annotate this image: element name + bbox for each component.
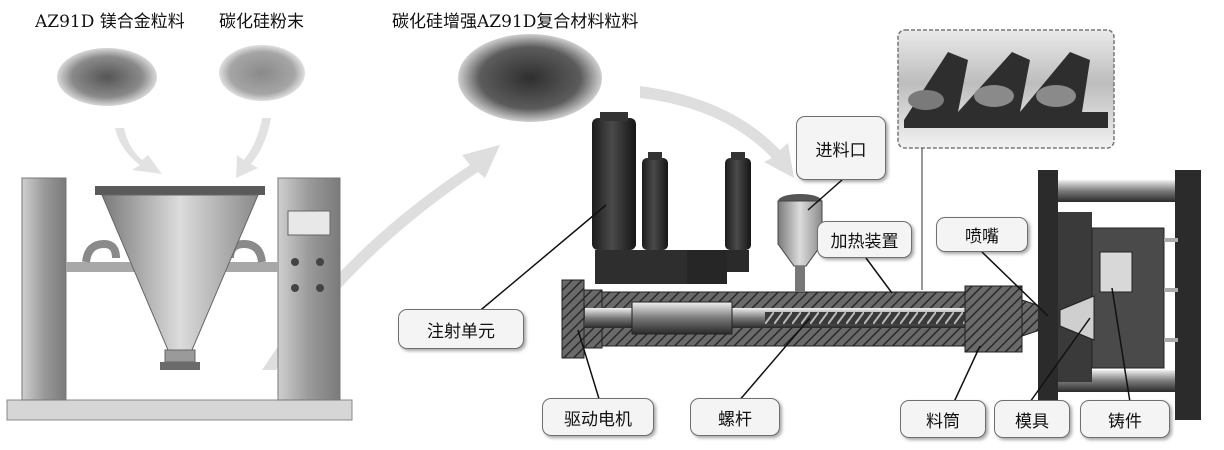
clamping-unit: [1038, 170, 1201, 420]
drive-motor: [561, 279, 585, 359]
callout-injection-unit: 注射单元: [398, 309, 524, 349]
label-composite: 碳化硅增强AZ91D复合材料粒料: [392, 12, 639, 32]
composite-granules-pile: [458, 34, 602, 122]
label-sic: 碳化硅粉末: [219, 12, 304, 32]
label-az91d: AZ91D 镁合金粒料: [35, 12, 185, 32]
v-mixer: [6, 177, 353, 421]
callout-feed-port: 进料口: [796, 116, 886, 180]
callout-nozzle: 喷嘴: [936, 217, 1028, 252]
sic-powder-pile: [219, 45, 305, 101]
arrow-az91d-to-mixer: [115, 128, 162, 174]
callout-casting: 铸件: [1080, 400, 1170, 438]
injection-unit: [592, 112, 751, 284]
callout-screw: 螺杆: [690, 398, 780, 436]
az91d-granules-pile: [57, 48, 157, 106]
barrel-assembly: [585, 285, 1053, 353]
leader-lines: [475, 179, 1131, 403]
callout-heating-device: 加热装置: [817, 221, 912, 258]
hopper: [777, 194, 823, 292]
casting-photo: [897, 29, 1115, 149]
callout-barrel: 料筒: [900, 400, 986, 438]
arrow-composite-to-feed: [640, 86, 794, 178]
callout-mold: 模具: [994, 400, 1070, 438]
callout-drive-motor: 驱动电机: [542, 398, 654, 436]
arrow-sic-to-mixer: [236, 118, 271, 178]
